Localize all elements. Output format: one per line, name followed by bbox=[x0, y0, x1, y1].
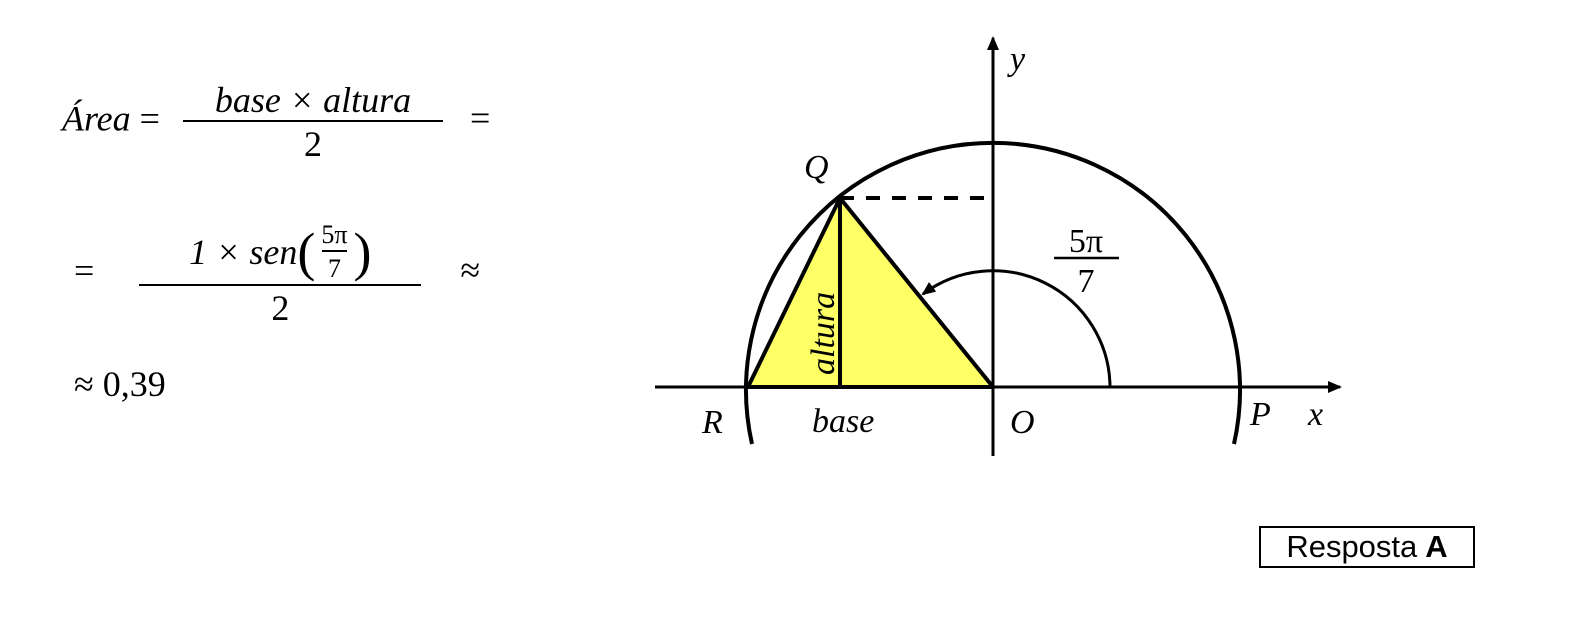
label-R: R bbox=[701, 404, 723, 441]
label-P: P bbox=[1249, 396, 1271, 433]
area-label: Área bbox=[62, 98, 131, 139]
sen-fraction: 1 × sen ( 5π 7 ) 2 bbox=[139, 222, 422, 326]
equals-sign-trailing: = bbox=[469, 98, 491, 139]
formula-line-1: Área = base × altura 2 = bbox=[62, 82, 490, 162]
answer-letter: A bbox=[1425, 529, 1448, 564]
triangle-ROQ bbox=[746, 196, 995, 389]
right-paren: ) bbox=[353, 222, 372, 282]
equals-sign: = bbox=[139, 98, 160, 139]
result-value: ≈ 0,39 bbox=[74, 364, 166, 404]
label-O: O bbox=[1010, 404, 1035, 441]
angle-numerator: 5π bbox=[1069, 223, 1103, 260]
fraction-denominator: 2 bbox=[182, 120, 443, 162]
label-Q: Q bbox=[804, 149, 829, 186]
inner-denominator: 7 bbox=[321, 250, 347, 282]
approx-sign-trailing: ≈ bbox=[460, 250, 481, 291]
angle-denominator: 7 bbox=[1078, 263, 1095, 300]
answer-box: Resposta A bbox=[1259, 526, 1475, 568]
angle-arc bbox=[921, 269, 1112, 388]
formula-line-2: = 1 × sen ( 5π 7 ) 2 ≈ bbox=[74, 222, 481, 327]
inner-numerator: 5π bbox=[321, 220, 348, 249]
fraction-numerator: base × altura bbox=[214, 80, 412, 120]
equals-sign-leading: = bbox=[74, 250, 95, 291]
label-x: x bbox=[1307, 396, 1323, 433]
sen-denominator: 2 bbox=[139, 284, 422, 326]
inner-fraction: 5π 7 bbox=[315, 222, 353, 282]
area-fraction: base × altura 2 bbox=[182, 80, 443, 162]
sen-numerator: 1 × sen ( 5π 7 ) bbox=[183, 222, 377, 284]
label-base: base bbox=[812, 403, 874, 440]
sen-prefix: 1 × sen bbox=[189, 232, 298, 272]
answer-prefix: Resposta bbox=[1286, 529, 1418, 564]
left-paren: ( bbox=[297, 222, 316, 282]
label-y: y bbox=[1007, 41, 1026, 78]
formula-line-3: ≈ 0,39 bbox=[74, 366, 166, 402]
label-altura: altura bbox=[805, 292, 842, 375]
